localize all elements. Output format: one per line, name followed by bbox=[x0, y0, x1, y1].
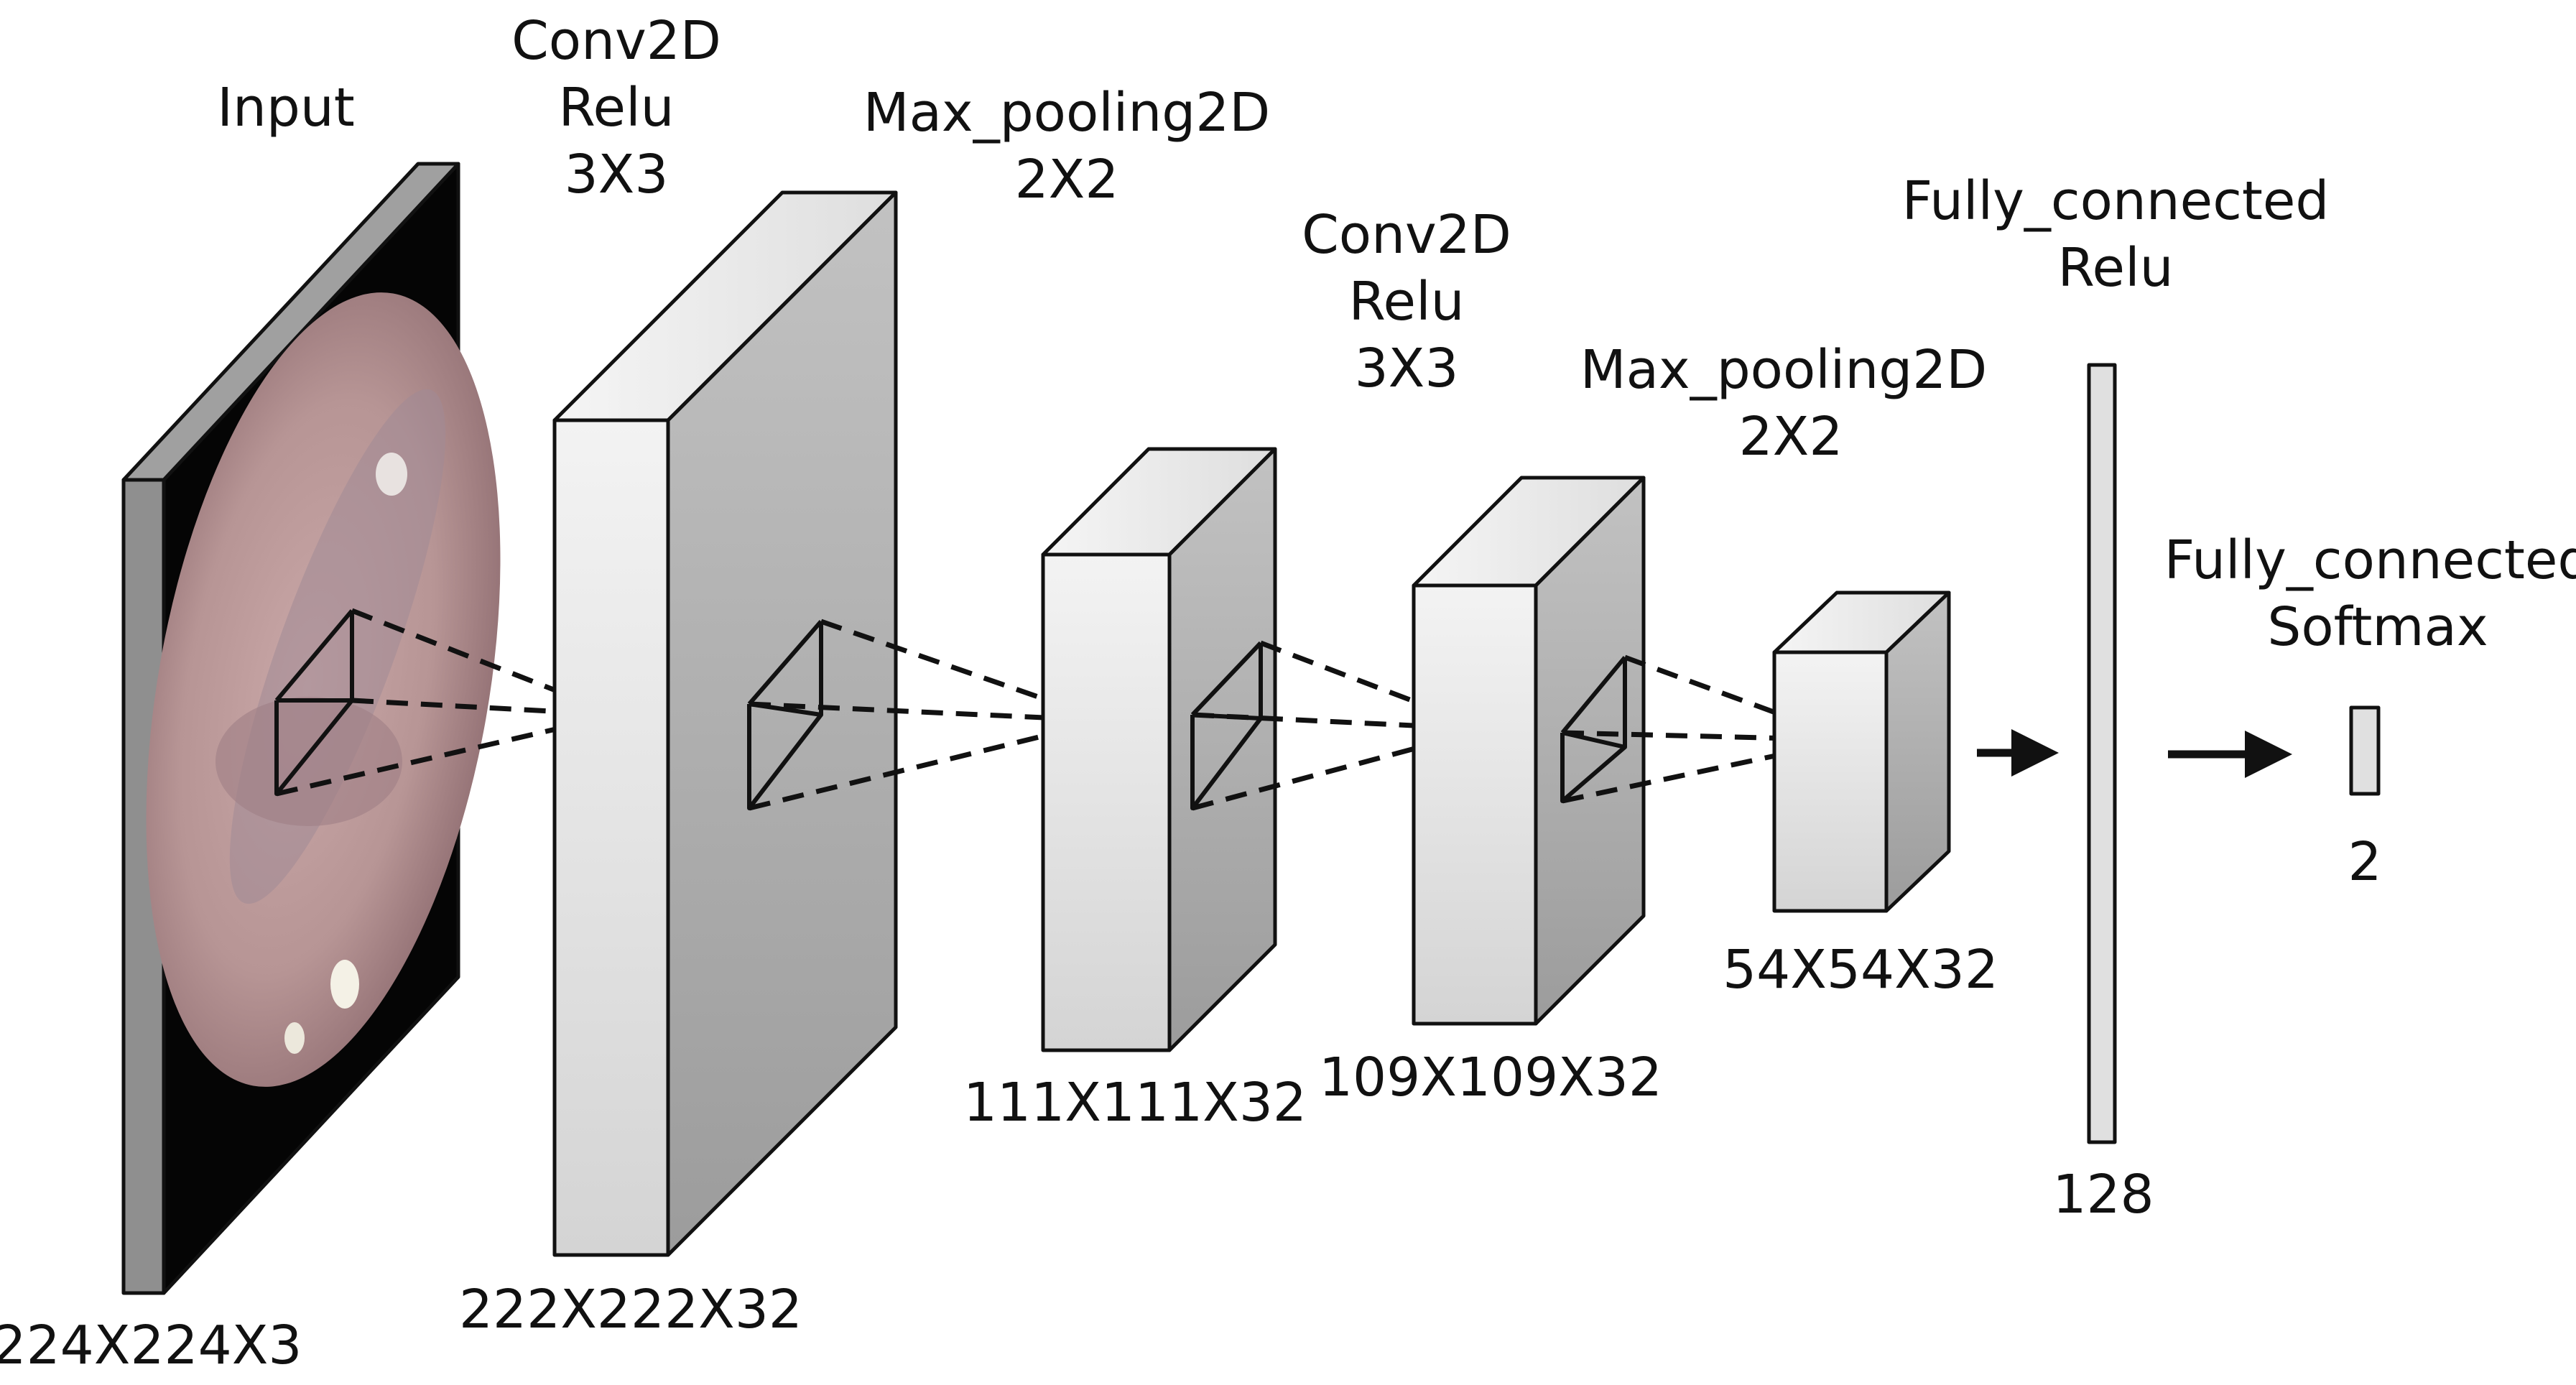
fc1-label-2: Relu bbox=[2057, 237, 2173, 299]
fc1-label-1: Fully_connected bbox=[1902, 170, 2330, 232]
pool1-dims: 111X111X32 bbox=[963, 1072, 1307, 1134]
pool1-block-side bbox=[1167, 447, 1277, 1052]
fc2-label-1: Fully_connected bbox=[2164, 529, 2576, 591]
conv1-label-2: Relu bbox=[558, 77, 674, 139]
fc2-output-bar bbox=[2349, 705, 2381, 796]
conv2-label-2: Relu bbox=[1348, 271, 1464, 333]
fc1-vector-bar bbox=[2087, 363, 2117, 1144]
input-kernel-window bbox=[274, 609, 354, 796]
conv1-layer: Conv2D Relu 3X3 222X222X32 bbox=[459, 10, 1108, 1340]
conv2-label-1: Conv2D bbox=[1302, 204, 1511, 266]
fc1-layer: Fully_connected Relu 128 bbox=[1902, 170, 2330, 1226]
pool1-layer: Max_pooling2D 2X2 111X111X32 bbox=[863, 82, 1488, 1134]
conv1-label-1: Conv2D bbox=[511, 10, 721, 72]
conv2-block-front bbox=[1412, 583, 1538, 1026]
pool2-dims: 54X54X32 bbox=[1723, 939, 1998, 1001]
pool2-label-2: 2X2 bbox=[1739, 406, 1843, 468]
fc2-dims: 2 bbox=[2348, 831, 2381, 893]
fc2-label-2: Softmax bbox=[2267, 596, 2488, 658]
pool2-layer: Max_pooling2D 2X2 54X54X32 bbox=[1580, 339, 1998, 1001]
pool1-block-front bbox=[1041, 552, 1172, 1052]
pool1-label-2: 2X2 bbox=[1015, 149, 1119, 210]
conv1-label-3: 3X3 bbox=[565, 144, 669, 205]
input-frame-top bbox=[121, 162, 460, 482]
input-dims: 224X224X3 bbox=[0, 1315, 302, 1376]
pool2-label-1: Max_pooling2D bbox=[1580, 339, 1988, 401]
ear-canal-image bbox=[146, 292, 501, 1087]
input-layer: Input 224X224X3 bbox=[0, 77, 619, 1376]
conv2-label-3: 3X3 bbox=[1355, 338, 1459, 399]
fc2-layer: Fully_connected Softmax 2 bbox=[2164, 529, 2576, 893]
fc1-dims: 128 bbox=[2052, 1164, 2154, 1226]
conv2-dims: 109X109X32 bbox=[1319, 1047, 1662, 1108]
pool1-label-1: Max_pooling2D bbox=[863, 82, 1271, 144]
pool2-block-front bbox=[1772, 650, 1889, 913]
input-title: Input bbox=[217, 77, 355, 139]
conv1-block-front bbox=[552, 418, 670, 1257]
conv1-dims: 222X222X32 bbox=[459, 1279, 802, 1340]
